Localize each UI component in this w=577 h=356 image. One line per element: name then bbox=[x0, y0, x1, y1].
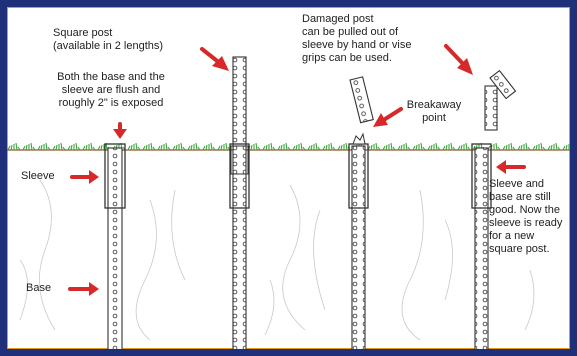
post-4-pulled-post bbox=[484, 69, 517, 131]
post-3-broken bbox=[348, 76, 374, 349]
arrow-base bbox=[68, 282, 99, 296]
arrow-breakaway bbox=[373, 107, 403, 127]
label-damaged-post-line-4: grips can be used. bbox=[302, 52, 392, 64]
label-breakaway-line-1: Breakaway bbox=[406, 99, 462, 111]
label-damaged-post-line-1: Damaged post bbox=[302, 13, 374, 25]
arrow-still-good bbox=[496, 160, 526, 174]
arrow-flush bbox=[113, 122, 127, 139]
arrow-sleeve bbox=[70, 170, 99, 184]
grass-strip bbox=[7, 142, 570, 151]
label-still-good: Sleeve and base are still good. Now the … bbox=[489, 178, 562, 256]
label-sleeve: Sleeve bbox=[21, 170, 55, 182]
post-2-upper-marker bbox=[230, 145, 249, 175]
arrow-damaged bbox=[444, 44, 473, 75]
callout-arrows bbox=[68, 44, 526, 296]
label-damaged-post-line-2: can be pulled out of bbox=[302, 26, 399, 38]
label-base: Base bbox=[26, 282, 52, 294]
label-square-post-line-2: (available in 2 lengths) bbox=[53, 40, 164, 52]
label-square-post-line-1: Square post bbox=[53, 27, 113, 39]
label-still-good-line-3: good. Now the bbox=[489, 204, 560, 216]
soil-texture bbox=[19, 179, 535, 341]
label-damaged-post-line-3: sleeve by hand or vise bbox=[302, 39, 412, 51]
label-flush-note: Both the base and the sleeve are flush a… bbox=[47, 71, 175, 110]
post-2-assembled bbox=[229, 56, 250, 349]
post-4-empty-sleeve bbox=[471, 69, 517, 349]
label-breakaway-line-2: point bbox=[422, 112, 446, 124]
post-3-broken-piece bbox=[349, 76, 374, 124]
label-flush-note-line-3: roughly 2" is exposed bbox=[58, 97, 164, 109]
label-still-good-line-6: square post. bbox=[489, 243, 550, 255]
label-still-good-line-2: base are still bbox=[489, 191, 551, 203]
label-breakaway: Breakaway point bbox=[399, 99, 469, 125]
label-still-good-line-1: Sleeve and bbox=[489, 178, 545, 190]
label-still-good-line-5: for a new bbox=[489, 230, 535, 242]
arrow-square-post bbox=[200, 47, 229, 71]
post-1-base-and-sleeve bbox=[104, 143, 126, 349]
label-flush-note-line-2: sleeve are flush and bbox=[61, 84, 161, 96]
label-flush-note-line-1: Both the base and the bbox=[57, 71, 165, 83]
post-3-stub bbox=[352, 132, 366, 145]
post-1-sleeve bbox=[104, 143, 126, 209]
label-square-post: Square post (available in 2 lengths) bbox=[53, 27, 163, 53]
post-2-sleeve bbox=[229, 143, 250, 209]
post-4-sleeve bbox=[471, 143, 492, 209]
label-damaged-post: Damaged post can be pulled out of sleeve… bbox=[302, 13, 411, 65]
label-still-good-line-4: sleeve is ready bbox=[489, 217, 563, 229]
